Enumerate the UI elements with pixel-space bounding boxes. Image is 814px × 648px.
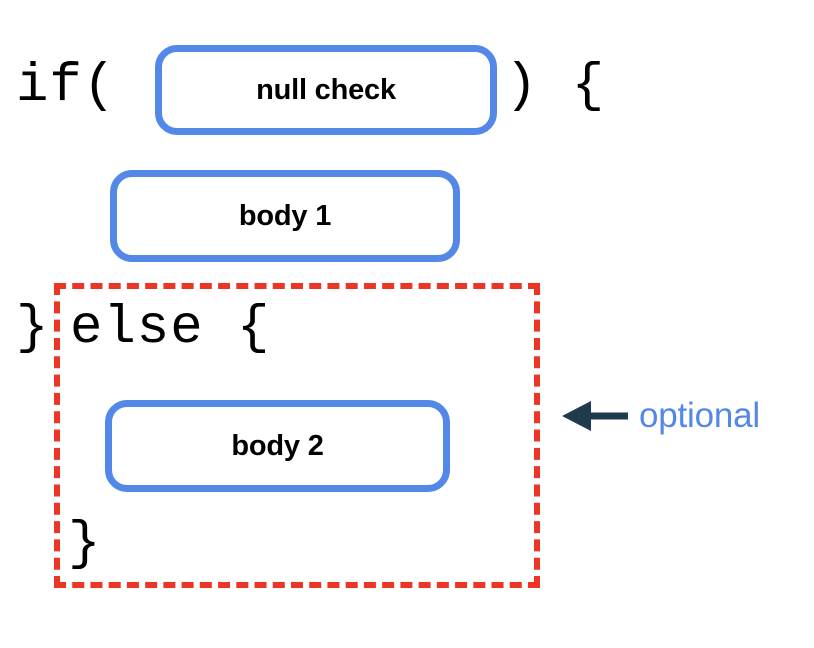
box-body-1-label: body 1 (238, 199, 332, 232)
code-if-close: ) { (505, 56, 606, 117)
box-null-check[interactable]: null check (155, 45, 497, 135)
box-null-check-label: null check (256, 73, 396, 106)
code-else-open: else { (70, 298, 271, 359)
optional-annotation-label: optional (639, 396, 761, 435)
code-brace-close-body1: } (16, 298, 50, 359)
arrow-left-icon (562, 401, 628, 431)
code-brace-end: } (68, 514, 102, 575)
code-if-open: if( (16, 56, 117, 117)
box-body-2-label: body 2 (231, 429, 324, 462)
box-body-2[interactable]: body 2 (105, 400, 450, 492)
box-body-1[interactable]: body 1 (110, 170, 460, 262)
